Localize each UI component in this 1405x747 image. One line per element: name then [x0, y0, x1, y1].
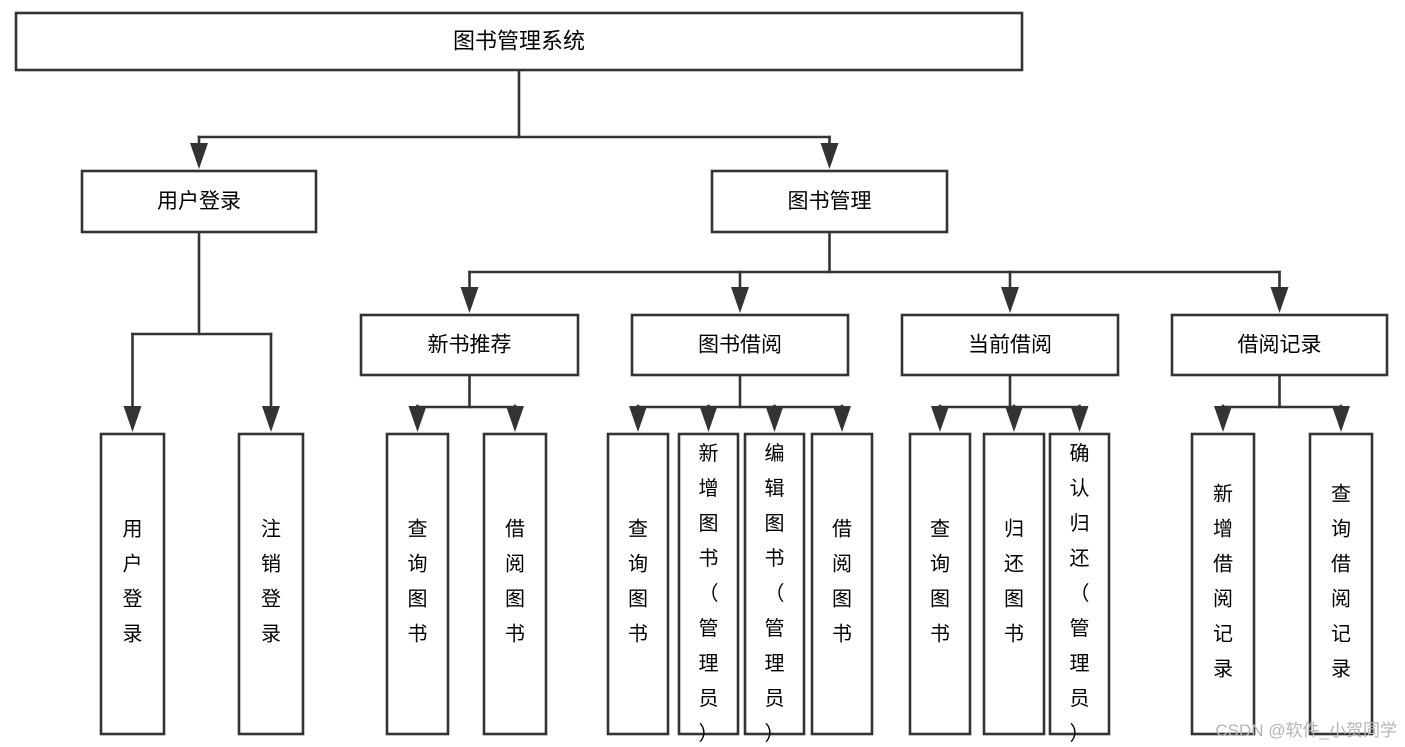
node-label: 用户登录: [123, 519, 143, 646]
node-leaf-2[interactable]: 查询图书: [385, 432, 450, 736]
node-box: [237, 432, 305, 736]
node-leaf-8[interactable]: 查询图书: [908, 432, 972, 736]
node-label: 图书管理系统: [453, 28, 585, 53]
node-box: [385, 432, 450, 736]
node-box: [14, 11, 1024, 72]
arrow-head-icon: [699, 406, 718, 432]
node-leaf-11[interactable]: 新增借阅记录: [1190, 432, 1256, 736]
node-tier2-0[interactable]: 用户登录: [80, 169, 318, 234]
node-label: 借阅记录: [1238, 334, 1322, 357]
node-label: 图书管理: [788, 190, 872, 213]
node-box: [900, 313, 1120, 377]
node-box: [1170, 313, 1389, 377]
connectors-layer: [123, 68, 1350, 432]
node-leaf-10[interactable]: 确认归还（管理员）: [1048, 432, 1111, 745]
node-label: 查询图书: [408, 518, 428, 646]
node-label: 查询借阅记录: [1331, 483, 1351, 681]
node-box: [80, 169, 318, 234]
node-root-0[interactable]: 图书管理系统: [14, 11, 1024, 72]
node-label: 新增图书（管理员）: [699, 442, 719, 745]
node-label: 图书借阅: [698, 334, 782, 357]
node-box: [908, 432, 972, 736]
node-box: [482, 432, 548, 736]
arrow-head-icon: [190, 143, 208, 169]
node-label: 确认归还（管理员）: [1070, 442, 1090, 745]
node-leaf-0[interactable]: 用户登录: [99, 432, 166, 736]
arrow-head-icon: [1214, 406, 1232, 432]
node-leaf-4[interactable]: 查询图书: [606, 432, 670, 736]
node-box: [630, 313, 850, 377]
node-label: 新书推荐: [428, 334, 512, 357]
arrow-head-icon: [820, 143, 839, 169]
node-label: 新增借阅记录: [1213, 483, 1233, 681]
node-label: 编辑图书（管理员）: [765, 442, 785, 745]
node-box: [1308, 432, 1374, 736]
arrow-head-icon: [460, 287, 479, 313]
node-tier3-2[interactable]: 当前借阅: [900, 313, 1120, 377]
arrow-head-icon: [833, 406, 851, 432]
arrow-head-icon: [262, 406, 280, 432]
node-box: [99, 432, 166, 736]
node-box: [677, 432, 740, 736]
node-box: [982, 432, 1046, 736]
node-label: 借阅图书: [832, 518, 852, 646]
arrow-head-icon: [408, 406, 427, 432]
node-label: 查询图书: [628, 518, 648, 646]
arrow-head-icon: [1332, 406, 1350, 432]
node-leaf-3[interactable]: 借阅图书: [482, 432, 548, 736]
node-leaf-12[interactable]: 查询借阅记录: [1308, 432, 1374, 736]
node-box: [606, 432, 670, 736]
node-box: [1048, 432, 1111, 736]
arrow-head-icon: [1001, 287, 1019, 313]
arrow-head-icon: [123, 406, 142, 432]
node-label: 查询图书: [930, 518, 950, 646]
node-label: 当前借阅: [968, 334, 1052, 357]
node-box: [1190, 432, 1256, 736]
arrow-head-icon: [1270, 287, 1289, 313]
arrow-head-icon: [931, 406, 949, 432]
node-leaf-7[interactable]: 借阅图书: [810, 432, 874, 736]
node-leaf-6[interactable]: 编辑图书（管理员）: [743, 432, 806, 745]
node-box: [359, 313, 580, 377]
node-label: 注销登录: [261, 518, 281, 646]
node-tier2-1[interactable]: 图书管理: [710, 169, 949, 234]
arrow-head-icon: [629, 406, 647, 432]
node-label: 归还图书: [1004, 518, 1024, 646]
node-box: [810, 432, 874, 736]
node-box: [710, 169, 949, 234]
arrow-head-icon: [731, 287, 749, 313]
node-label: 用户登录: [157, 190, 241, 213]
node-box: [743, 432, 806, 736]
arrow-head-icon: [765, 406, 784, 432]
nodes-layer: 图书管理系统用户登录图书管理新书推荐图书借阅当前借阅借阅记录用户登录注销登录查询…: [14, 11, 1389, 745]
node-tier3-3[interactable]: 借阅记录: [1170, 313, 1389, 377]
arrow-head-icon: [506, 406, 524, 432]
node-tier3-1[interactable]: 图书借阅: [630, 313, 850, 377]
node-leaf-9[interactable]: 归还图书: [982, 432, 1046, 736]
node-leaf-1[interactable]: 注销登录: [237, 432, 305, 736]
arrow-head-icon: [1070, 406, 1089, 432]
node-label: 借阅图书: [505, 518, 525, 646]
arrow-head-icon: [1005, 406, 1023, 432]
node-leaf-5[interactable]: 新增图书（管理员）: [677, 432, 740, 745]
node-tier3-0[interactable]: 新书推荐: [359, 313, 580, 377]
